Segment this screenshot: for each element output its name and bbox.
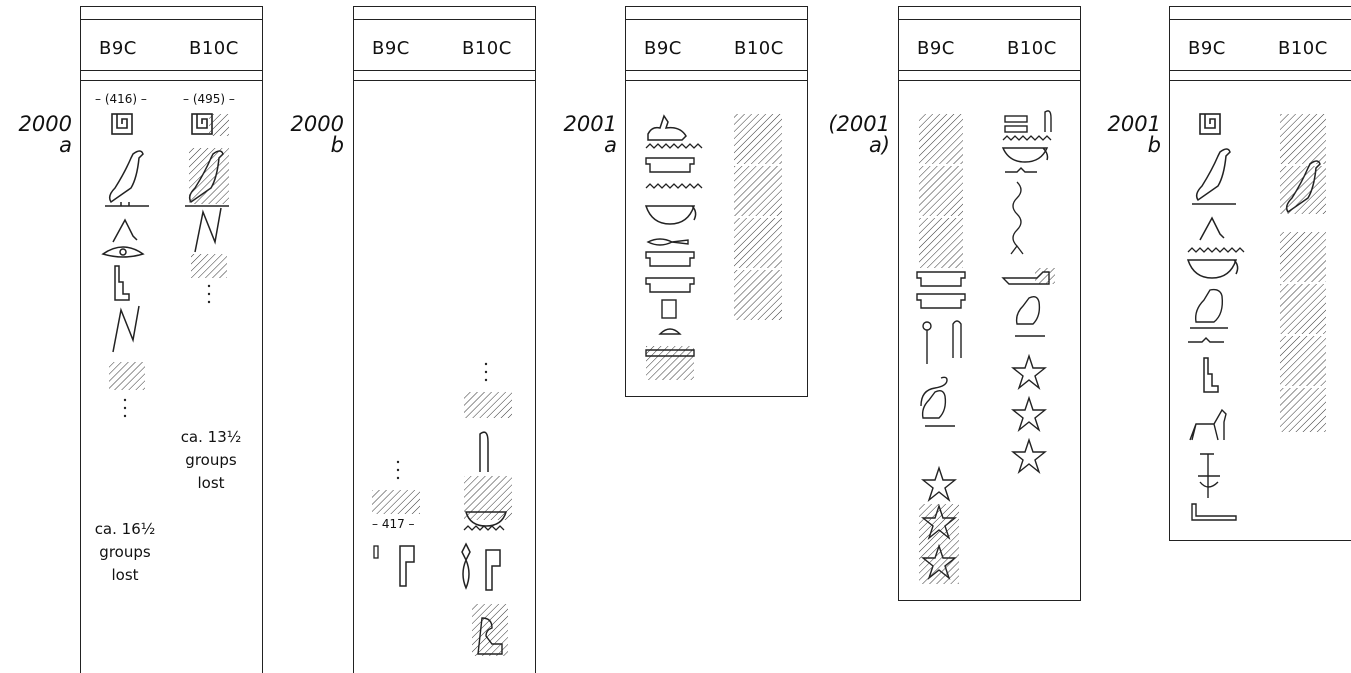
- bolt-glyph-icon: [1188, 338, 1224, 342]
- water-ripple-icon: [1003, 136, 1051, 140]
- flag-glyph-icon: [486, 550, 500, 590]
- ellipsis-dots: [124, 399, 126, 417]
- pool-sign-icon: [112, 114, 132, 134]
- leg-sign-icon: [113, 220, 137, 242]
- text-panel-2000a: B9C B10C – (416) – – (495) –: [80, 6, 263, 673]
- star-glyph-icon: [1013, 356, 1045, 472]
- basket-glyph-icon: [1188, 260, 1238, 278]
- rope-twist-glyph-icon: [1011, 182, 1023, 254]
- text-panel-2000b: B9C B10C – 417 –: [353, 6, 536, 673]
- ellipsis-dots: [208, 285, 210, 303]
- foot-glyph-icon: [1204, 358, 1218, 392]
- row-label-2001a-paren: (2001 a): [818, 114, 890, 156]
- pool-sign-icon: [1200, 114, 1220, 134]
- water-n-glyph-icon: [113, 306, 139, 352]
- vulture-glyph-icon: [1192, 149, 1236, 204]
- lacuna-hatching: [734, 114, 782, 164]
- lacuna-hatching: [464, 392, 512, 418]
- row-label-number: 2000: [272, 114, 344, 135]
- lacuna-hatching: [734, 166, 782, 216]
- lacuna-hatching: [372, 490, 420, 514]
- lacuna-hatching: [1280, 114, 1326, 164]
- lacuna-hatching: [1280, 166, 1326, 214]
- row-label-letter: b: [1089, 135, 1161, 156]
- hieroglyph-column-2001a: [626, 6, 809, 397]
- door-bolt-square-icon: [662, 300, 676, 318]
- lacuna-hatching: [734, 270, 782, 320]
- window-glyph-icon: [1005, 111, 1051, 132]
- row-label-number: (2001: [818, 114, 890, 135]
- lacuna-hatching: [919, 114, 963, 164]
- ellipsis-dots: [397, 461, 399, 479]
- lacuna-hatching: [189, 148, 229, 204]
- owl-bird-glyph-icon: [1015, 297, 1045, 336]
- text-panel-2001a: B9C B10C: [625, 6, 808, 397]
- basket-glyph-icon: [646, 206, 696, 224]
- lacuna-hatching: [1280, 284, 1326, 334]
- lacuna-hatching: [919, 504, 959, 584]
- lacuna-hatching: [109, 362, 145, 390]
- row-label-2000b: 2000 b: [272, 114, 344, 156]
- lacuna-hatching: [1280, 232, 1326, 282]
- row-label-number: 2001: [1089, 114, 1161, 135]
- lacuna-hatching: [1280, 388, 1326, 432]
- stool-glyph-icon: [917, 272, 965, 308]
- bird-glyph-icon: [923, 391, 955, 426]
- hare-glyph-icon: [648, 116, 686, 140]
- bolt-glyph-icon: [1005, 168, 1037, 172]
- foot-glyph-icon: [115, 266, 129, 300]
- vulture-glyph-icon: [105, 151, 149, 206]
- stool-glyph-icon: [646, 158, 694, 172]
- bread-loaf-icon: [660, 329, 680, 334]
- lacuna-hatching: [191, 254, 227, 278]
- water-ripple-icon: [646, 144, 702, 148]
- staff-glyph-icon: [923, 321, 961, 364]
- lacuna-hatching: [209, 114, 229, 136]
- hieroglyph-column-2000b: [354, 6, 537, 673]
- row-label-2001b: 2001 b: [1089, 114, 1161, 156]
- row-label-letter: a: [0, 135, 72, 156]
- lacuna-hatching: [919, 218, 963, 268]
- reed-stroke-glyph-icon: [374, 546, 378, 558]
- lacuna-hatching: [1280, 336, 1326, 386]
- stool-glyph-icon: [646, 252, 694, 266]
- flag-glyph-icon: [400, 546, 414, 586]
- hieroglyph-column-2001a-paren: [899, 6, 1082, 601]
- row-label-letter: a: [545, 135, 617, 156]
- owl-bird-glyph-icon: [1190, 290, 1228, 328]
- arm-glyph-icon: [1192, 504, 1236, 520]
- row-label-letter: a): [818, 135, 890, 156]
- ellipsis-dots: [485, 363, 487, 381]
- eye-glyph-icon: [103, 247, 143, 257]
- stool-glyph-icon: [646, 278, 694, 292]
- leg-sign-icon: [1200, 218, 1224, 240]
- water-ripple-icon: [646, 184, 702, 188]
- row-label-number: 2000: [0, 114, 72, 135]
- was-scepter-glyph-icon: [1198, 454, 1220, 498]
- lotus-bud-glyph-icon: [462, 544, 470, 588]
- water-ripple-icon: [1188, 248, 1244, 252]
- jackal-glyph-icon: [1190, 410, 1226, 440]
- row-label-letter: b: [272, 135, 344, 156]
- water-n-glyph-icon: [195, 208, 221, 252]
- bolt-glyph-icon: [648, 239, 688, 245]
- hieroglyph-column-2001b: [1170, 6, 1351, 541]
- row-label-number: 2001: [545, 114, 617, 135]
- lacuna-hatching: [734, 218, 782, 268]
- lacuna-hatching: [1035, 268, 1055, 284]
- text-panel-2001b: B9C B10C: [1169, 6, 1351, 541]
- lacuna-note-b9c: ca. 16½ groups lost: [85, 518, 165, 587]
- basket-glyph-icon: [1003, 148, 1048, 162]
- row-label-2001a: 2001 a: [545, 114, 617, 156]
- row-label-2000a: 2000 a: [0, 114, 72, 156]
- lacuna-hatching: [919, 166, 963, 216]
- lacuna-note-b10c: ca. 13½ groups lost: [171, 426, 251, 495]
- text-panel-2001a-paren: B9C B10C: [898, 6, 1081, 601]
- knife-glyph-icon: [480, 432, 488, 472]
- water-ripple-icon: [464, 526, 504, 530]
- lacuna-hatching: [646, 346, 694, 380]
